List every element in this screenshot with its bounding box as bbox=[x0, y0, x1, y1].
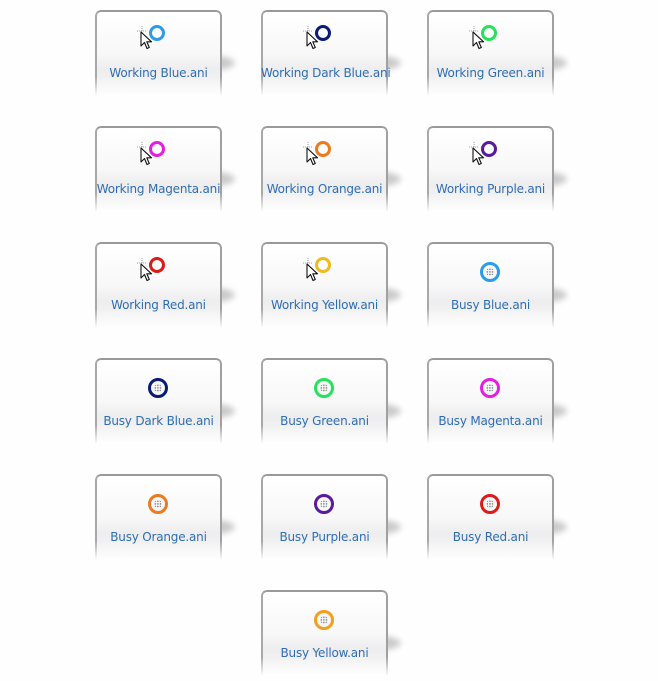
cursor-preview bbox=[427, 126, 554, 176]
card-reflection bbox=[263, 402, 386, 442]
cursor-card-working-orange[interactable]: Working Orange.ani bbox=[261, 126, 401, 212]
working-ring-icon bbox=[315, 257, 331, 273]
card-reflection bbox=[97, 518, 220, 558]
cursor-preview bbox=[95, 242, 222, 292]
cursor-file-name: Working Red.ani bbox=[111, 298, 206, 312]
cursor-file-name: Busy Blue.ani bbox=[450, 298, 531, 312]
working-ring-icon bbox=[149, 257, 165, 273]
card-reflection bbox=[429, 518, 552, 558]
working-ring-icon bbox=[481, 141, 497, 157]
cursor-card-busy-dark-blue[interactable]: Busy Dark Blue.ani bbox=[95, 358, 235, 444]
busy-ring-icon bbox=[480, 378, 500, 398]
cursor-preview bbox=[95, 474, 222, 524]
cursor-card-working-yellow[interactable]: Working Yellow.ani bbox=[261, 242, 401, 328]
arrow-pointer-icon bbox=[140, 263, 153, 282]
cursor-preview bbox=[95, 126, 222, 176]
cursor-preview bbox=[261, 474, 388, 524]
card-reflection bbox=[263, 518, 386, 558]
cursor-card-busy-blue[interactable]: Busy Blue.ani bbox=[427, 242, 567, 328]
cursor-card-working-blue[interactable]: Working Blue.ani bbox=[95, 10, 235, 96]
card-reflection bbox=[97, 402, 220, 442]
card-reflection bbox=[429, 170, 552, 210]
arrow-pointer-icon bbox=[472, 31, 485, 50]
working-ring-icon bbox=[149, 25, 165, 41]
cursor-file-name: Working Green.ani bbox=[436, 66, 545, 80]
working-ring-icon bbox=[481, 25, 497, 41]
cursor-card-working-dark-blue[interactable]: Working Dark Blue.ani bbox=[261, 10, 401, 96]
cursor-file-name: Busy Yellow.ani bbox=[280, 646, 369, 660]
cursor-file-name: Busy Magenta.ani bbox=[438, 414, 543, 428]
cursor-preview bbox=[261, 126, 388, 176]
working-ring-icon bbox=[315, 141, 331, 157]
arrow-pointer-icon bbox=[140, 31, 153, 50]
cursor-card-busy-yellow[interactable]: Busy Yellow.ani bbox=[261, 590, 401, 676]
busy-ring-icon bbox=[480, 494, 500, 514]
cursor-preview bbox=[427, 474, 554, 524]
cursor-card-busy-red[interactable]: Busy Red.ani bbox=[427, 474, 567, 560]
cursor-file-name: Busy Orange.ani bbox=[110, 530, 207, 544]
card-reflection bbox=[97, 286, 220, 326]
card-reflection bbox=[263, 54, 386, 94]
card-reflection bbox=[97, 170, 220, 210]
busy-ring-icon bbox=[148, 494, 168, 514]
cursor-card-working-purple[interactable]: Working Purple.ani bbox=[427, 126, 567, 212]
cursor-card-busy-magenta[interactable]: Busy Magenta.ani bbox=[427, 358, 567, 444]
cursor-preview bbox=[427, 10, 554, 60]
busy-ring-icon bbox=[480, 262, 500, 282]
cursor-file-name: Working Magenta.ani bbox=[96, 182, 221, 196]
cursor-card-working-magenta[interactable]: Working Magenta.ani bbox=[95, 126, 235, 212]
cursor-preview bbox=[261, 358, 388, 408]
cursor-card-working-green[interactable]: Working Green.ani bbox=[427, 10, 567, 96]
card-reflection bbox=[263, 286, 386, 326]
cursor-file-name: Working Orange.ani bbox=[266, 182, 383, 196]
cursor-preview bbox=[261, 10, 388, 60]
busy-ring-icon bbox=[148, 378, 168, 398]
cursor-preview bbox=[427, 242, 554, 292]
arrow-pointer-icon bbox=[472, 147, 485, 166]
cursor-preview bbox=[427, 358, 554, 408]
cursor-card-busy-orange[interactable]: Busy Orange.ani bbox=[95, 474, 235, 560]
arrow-pointer-icon bbox=[306, 147, 319, 166]
cursor-preview bbox=[261, 242, 388, 292]
cursor-preview bbox=[95, 10, 222, 60]
card-reflection bbox=[429, 286, 552, 326]
busy-ring-icon bbox=[314, 610, 334, 630]
arrow-pointer-icon bbox=[306, 263, 319, 282]
cursor-card-busy-green[interactable]: Busy Green.ani bbox=[261, 358, 401, 444]
working-ring-icon bbox=[315, 25, 331, 41]
arrow-pointer-icon bbox=[140, 147, 153, 166]
cursor-file-name: Busy Red.ani bbox=[452, 530, 529, 544]
card-reflection bbox=[429, 54, 552, 94]
card-reflection bbox=[97, 54, 220, 94]
cursor-file-name: Working Blue.ani bbox=[109, 66, 208, 80]
card-reflection bbox=[429, 402, 552, 442]
busy-ring-icon bbox=[314, 494, 334, 514]
cursor-card-busy-purple[interactable]: Busy Purple.ani bbox=[261, 474, 401, 560]
cursor-file-name: Working Purple.ani bbox=[435, 182, 546, 196]
working-ring-icon bbox=[149, 141, 165, 157]
cursor-file-name: Busy Green.ani bbox=[280, 414, 369, 428]
cursor-preview bbox=[95, 358, 222, 408]
arrow-pointer-icon bbox=[306, 31, 319, 50]
cursor-file-name: Working Yellow.ani bbox=[270, 298, 379, 312]
cursor-file-name: Busy Purple.ani bbox=[279, 530, 370, 544]
cursor-card-working-red[interactable]: Working Red.ani bbox=[95, 242, 235, 328]
cursor-file-name: Working Dark Blue.ani bbox=[261, 66, 391, 80]
busy-ring-icon bbox=[314, 378, 334, 398]
cursor-file-name: Busy Dark Blue.ani bbox=[103, 414, 214, 428]
card-reflection bbox=[263, 634, 386, 674]
card-reflection bbox=[263, 170, 386, 210]
cursor-preview bbox=[261, 590, 388, 640]
